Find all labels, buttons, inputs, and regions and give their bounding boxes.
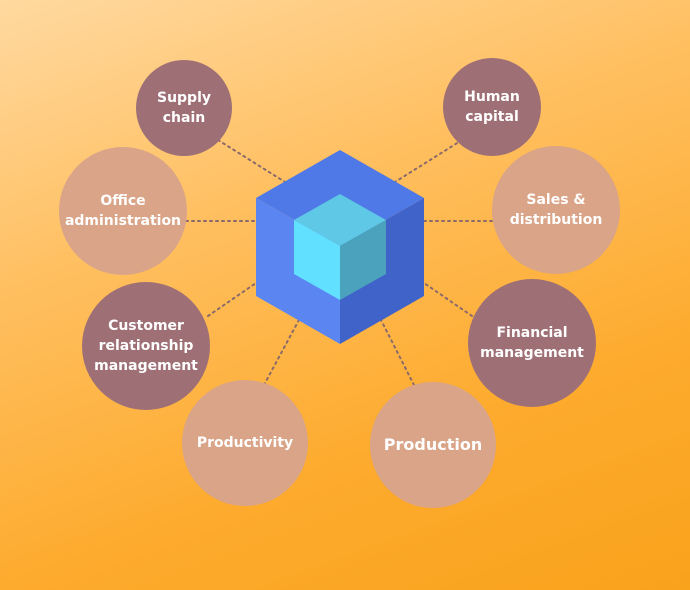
node-human-capital[interactable]: Human capital	[443, 58, 541, 156]
node-label: Sales & distribution	[510, 190, 603, 230]
connector-financial-management	[423, 282, 473, 317]
node-label-line: management	[94, 358, 198, 374]
node-label-line: Supply	[156, 90, 212, 106]
node-label-line: Production	[383, 435, 483, 454]
node-label: Financial management	[480, 323, 584, 363]
node-productivity[interactable]: Productivity	[182, 380, 308, 506]
node-label: Human capital	[464, 87, 520, 127]
node-label-line: administration	[64, 213, 182, 229]
node-office-administration[interactable]: Office administration	[59, 147, 187, 275]
node-production[interactable]: Production	[370, 382, 496, 508]
node-label: Productivity	[197, 433, 293, 453]
node-label-line: distribution	[509, 212, 603, 228]
connector-productivity	[263, 317, 301, 386]
node-label-line: relationship	[98, 338, 194, 354]
node-label-line: Customer	[108, 318, 184, 334]
cube-inner-right	[340, 220, 386, 300]
node-label: Customer relationship management	[94, 316, 198, 376]
node-label: Supply chain	[157, 88, 211, 128]
connector-production	[379, 317, 415, 386]
node-label-line: Office	[100, 193, 146, 209]
node-label: Production	[384, 435, 482, 455]
node-label-line: Productivity	[196, 435, 294, 451]
cube-inner-left	[294, 220, 340, 300]
connector-supply-chain	[217, 139, 286, 183]
node-financial-management[interactable]: Financial management	[468, 279, 596, 407]
node-sales-distribution[interactable]: Sales & distribution	[492, 146, 620, 274]
node-label-line: capital	[465, 109, 519, 125]
node-customer-relationship-management[interactable]: Customer relationship management	[82, 282, 210, 410]
node-label-line: Financial	[496, 325, 568, 341]
node-label-line: management	[480, 345, 584, 361]
node-label-line: Human	[464, 89, 520, 105]
node-label: Office administration	[65, 191, 181, 231]
node-label-line: Sales &	[526, 192, 586, 208]
node-supply-chain[interactable]: Supply chain	[136, 60, 232, 156]
node-label-line: chain	[162, 110, 206, 126]
connector-human-capital	[394, 139, 463, 183]
connector-customer-relationship	[207, 282, 257, 317]
